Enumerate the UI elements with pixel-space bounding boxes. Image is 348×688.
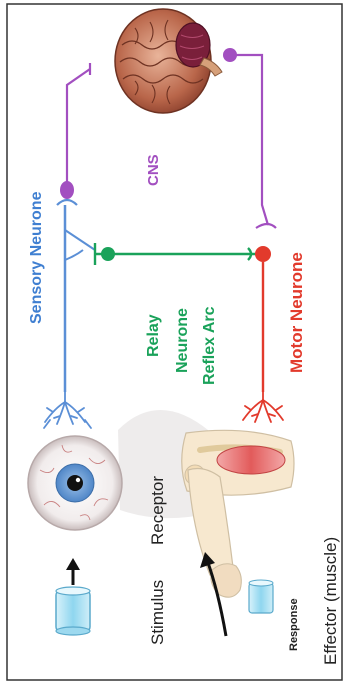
sensory-dendrites xyxy=(44,392,91,428)
neurone-label: Neurone xyxy=(174,308,191,373)
sensory-neurone-pathway xyxy=(44,205,95,428)
receptor-label: Receptor xyxy=(148,476,167,545)
motor-dendrites xyxy=(243,392,283,422)
eye-icon xyxy=(28,410,208,530)
cns-sensory-link xyxy=(57,63,90,205)
response-label: Response xyxy=(288,598,300,651)
motor-neurone-label: Motor Neurone xyxy=(287,252,306,373)
beaker-icon xyxy=(56,587,90,635)
cns-motor-link xyxy=(223,48,276,228)
effector-label: Effector (muscle) xyxy=(321,537,340,665)
brain-icon xyxy=(115,9,222,113)
arm-muscle-icon xyxy=(182,430,294,636)
relay-neurone-pathway xyxy=(95,243,256,265)
handheld-beaker-icon xyxy=(249,580,273,613)
motor-neurone-pathway xyxy=(243,246,283,422)
stimulus-arrow-icon xyxy=(66,558,80,585)
reflex-arc-label: Reflex Arc xyxy=(201,306,218,385)
relay-label: Relay xyxy=(145,314,162,357)
sensory-neurone-label: Sensory Neurone xyxy=(28,191,45,324)
cns-label: CNS xyxy=(145,154,162,186)
stimulus-label: Stimulus xyxy=(148,580,167,645)
